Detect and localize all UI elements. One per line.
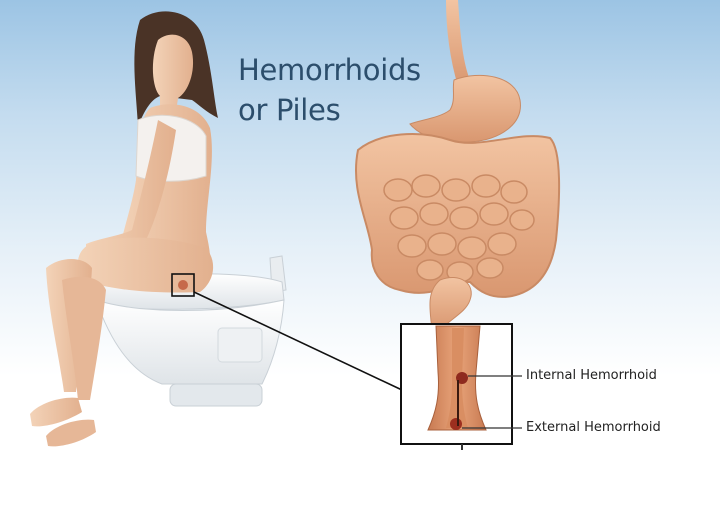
title-line-2: or Piles <box>238 93 341 127</box>
toilet-icon <box>79 255 287 407</box>
zoom-leader-line <box>193 291 403 391</box>
title-line-1: Hemorrhoids <box>238 53 421 87</box>
hemorrhoid-location-dot <box>178 280 188 290</box>
zoom-marker-box <box>171 273 195 297</box>
woman-figure-icon <box>30 11 218 447</box>
external-hemorrhoid-mark <box>450 418 462 430</box>
diagram-title: Hemorrhoids or Piles <box>238 50 421 130</box>
external-hemorrhoid-label: External Hemorrhoid <box>526 420 661 435</box>
digestive-system-icon <box>354 0 561 331</box>
internal-hemorrhoid-label: Internal Hemorrhoid <box>526 368 657 383</box>
rectum-cross-section-icon <box>427 325 487 450</box>
